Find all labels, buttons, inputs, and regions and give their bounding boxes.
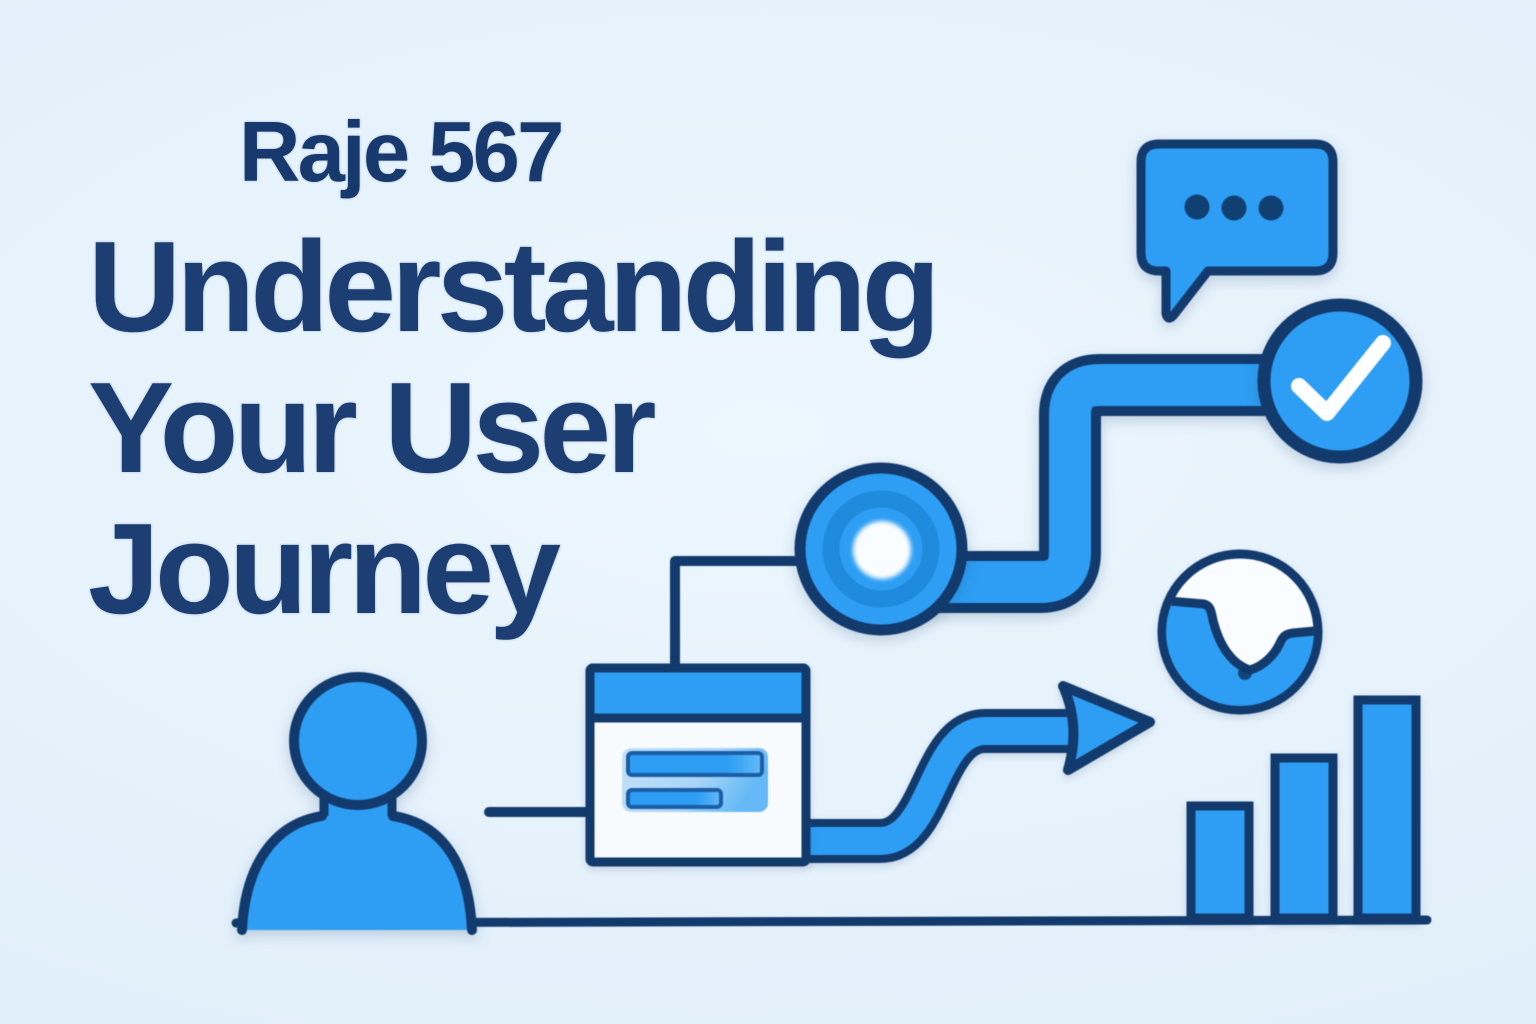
donut-spinner-icon <box>794 462 968 636</box>
connector-lines <box>484 556 802 817</box>
card-to-donut-wire <box>670 556 802 673</box>
s-curve-arrow-icon <box>800 681 1155 863</box>
arrowhead <box>1058 681 1155 775</box>
checkmark <box>1291 335 1391 421</box>
typing-dots-icon <box>1184 194 1284 221</box>
title-line-2: Your User <box>88 356 657 500</box>
page-title: Understanding Your User Journey <box>88 215 941 641</box>
title-line-3: Journey <box>88 497 561 641</box>
bar-chart-icon <box>1186 695 1421 923</box>
text-line-2 <box>626 788 723 809</box>
browser-window-icon <box>585 663 811 867</box>
bar-1 <box>1186 801 1254 923</box>
check-circle-icon <box>1257 298 1423 464</box>
bar-2 <box>1270 753 1338 923</box>
bar-3 <box>1353 695 1421 923</box>
journey-pipe-icon <box>885 354 1270 613</box>
browser-titlebar <box>585 663 811 723</box>
kicker-text: Raje 567 <box>239 105 564 200</box>
pie-globe-icon <box>1157 549 1323 715</box>
speech-bubble-icon <box>1136 139 1338 323</box>
text-line-1 <box>626 751 764 777</box>
user-avatar-icon <box>237 672 477 935</box>
title-line-1: Understanding <box>88 215 941 359</box>
